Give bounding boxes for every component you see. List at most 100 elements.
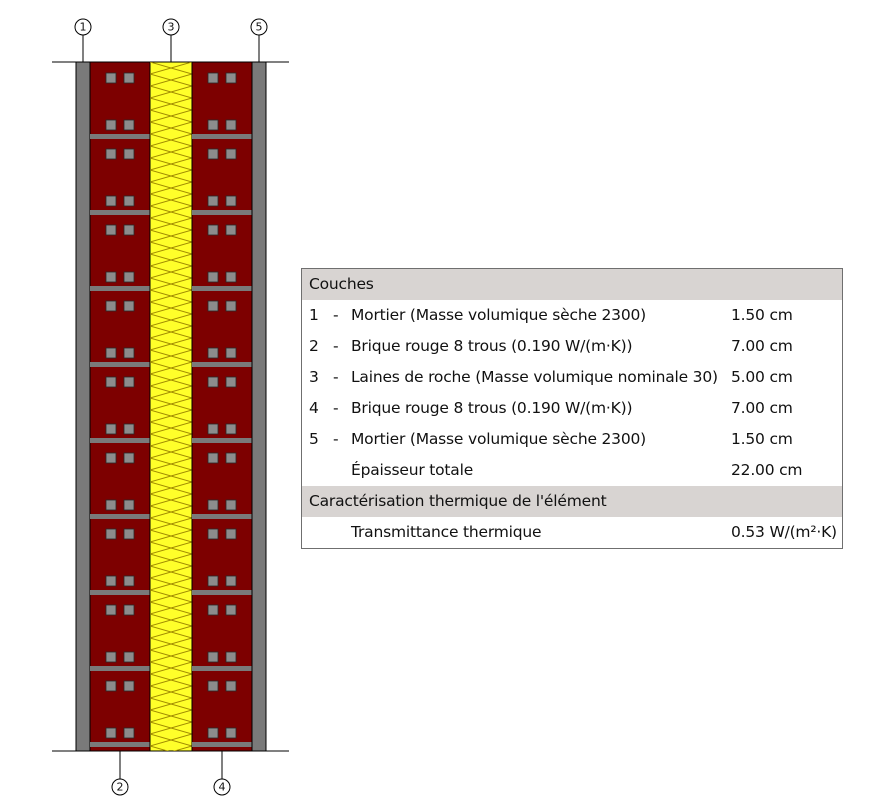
layer-number: 1 xyxy=(309,306,319,324)
brick-hole xyxy=(207,376,219,388)
brick-body xyxy=(89,61,151,752)
mortar-joint xyxy=(90,362,150,367)
brick-hole xyxy=(123,499,135,511)
mortar-joint xyxy=(90,134,150,139)
brick-hole xyxy=(225,604,237,616)
layers-table: Couches 1 - Mortier (Masse volumique sèc… xyxy=(301,268,843,549)
brick-hole xyxy=(225,727,237,739)
layer-thickness: 7.00 cm xyxy=(731,399,793,417)
brick-hole xyxy=(123,195,135,207)
brick-hole xyxy=(225,651,237,663)
total-thickness-row: Épaisseur totale 22.00 cm xyxy=(302,455,842,486)
brick-hole xyxy=(207,604,219,616)
brick-hole xyxy=(207,452,219,464)
brick-hole xyxy=(123,528,135,540)
thermal-section-header: Caractérisation thermique de l'élément xyxy=(302,486,842,517)
brick-hole xyxy=(207,195,219,207)
brick-hole xyxy=(225,148,237,160)
transmittance-label: Transmittance thermique xyxy=(351,523,542,541)
mortar-joint xyxy=(192,134,252,139)
layer-marker-3: 3 xyxy=(162,18,180,62)
layer-thickness: 1.50 cm xyxy=(731,306,793,324)
brick-hole xyxy=(105,148,117,160)
brick-hole xyxy=(105,528,117,540)
brick-hole xyxy=(105,72,117,84)
layer-separator: - xyxy=(333,337,339,355)
brick-hole xyxy=(123,347,135,359)
brick-hole xyxy=(105,575,117,587)
brick-hole xyxy=(225,119,237,131)
brick-hole xyxy=(105,727,117,739)
layer-2-brick xyxy=(89,61,151,752)
transmittance-row: Transmittance thermique 0.53 W/(m²·K) xyxy=(302,517,842,548)
brick-hole xyxy=(207,499,219,511)
layer-row-5: 5 - Mortier (Masse volumique sèche 2300)… xyxy=(302,424,842,455)
brick-hole xyxy=(123,651,135,663)
brick-hole xyxy=(207,347,219,359)
layer-marker-4: 4 xyxy=(213,751,231,796)
layer-separator: - xyxy=(333,306,339,324)
layer-row-1: 1 - Mortier (Masse volumique sèche 2300)… xyxy=(302,300,842,331)
brick-hole xyxy=(207,300,219,312)
layer-name: Brique rouge 8 trous (0.190 W/(m·K)) xyxy=(351,399,633,417)
brick-hole xyxy=(225,195,237,207)
brick-hole xyxy=(105,300,117,312)
brick-hole xyxy=(225,528,237,540)
mortar-joint xyxy=(192,666,252,671)
svg-text:5: 5 xyxy=(256,21,263,34)
mortar-joint xyxy=(90,438,150,443)
brick-hole xyxy=(105,604,117,616)
brick-hole xyxy=(105,680,117,692)
mortar-joint xyxy=(90,742,150,747)
brick-hole xyxy=(225,347,237,359)
layer-thickness: 7.00 cm xyxy=(731,337,793,355)
brick-hole xyxy=(123,604,135,616)
layer-thickness: 5.00 cm xyxy=(731,368,793,386)
layer-marker-2: 2 xyxy=(111,751,129,796)
brick-hole xyxy=(225,300,237,312)
svg-text:3: 3 xyxy=(168,21,175,34)
brick-hole xyxy=(105,347,117,359)
layer-number: 5 xyxy=(309,430,319,448)
brick-hole xyxy=(123,727,135,739)
layer-number: 3 xyxy=(309,368,319,386)
brick-hole xyxy=(105,271,117,283)
brick-hole xyxy=(123,224,135,236)
mortar-joint xyxy=(192,438,252,443)
brick-hole xyxy=(207,651,219,663)
mortar-joint xyxy=(90,514,150,519)
layer-name: Laines de roche (Masse volumique nominal… xyxy=(351,368,718,386)
brick-hole xyxy=(207,423,219,435)
mortar-joint xyxy=(192,742,252,747)
brick-hole xyxy=(225,224,237,236)
layer-5-mortar xyxy=(251,61,267,752)
brick-hole xyxy=(123,148,135,160)
mortar-joint xyxy=(90,286,150,291)
brick-hole xyxy=(225,575,237,587)
brick-hole xyxy=(225,452,237,464)
brick-hole xyxy=(207,575,219,587)
svg-text:4: 4 xyxy=(219,781,226,794)
svg-text:2: 2 xyxy=(117,781,124,794)
brick-hole xyxy=(105,224,117,236)
mortar-joint xyxy=(192,514,252,519)
layer-number: 4 xyxy=(309,399,319,417)
mortar-joint xyxy=(90,590,150,595)
brick-hole xyxy=(123,271,135,283)
brick-hole xyxy=(123,72,135,84)
brick-hole xyxy=(123,119,135,131)
transmittance-value: 0.53 W/(m²·K) xyxy=(731,523,837,541)
layer-4-brick xyxy=(191,61,253,752)
layer-1-mortar xyxy=(75,61,91,752)
svg-text:1: 1 xyxy=(80,21,87,34)
brick-hole xyxy=(225,72,237,84)
total-thickness-value: 22.00 cm xyxy=(731,461,803,479)
layer-row-4: 4 - Brique rouge 8 trous (0.190 W/(m·K))… xyxy=(302,393,842,424)
brick-hole xyxy=(105,651,117,663)
brick-hole xyxy=(225,680,237,692)
layer-marker-5: 5 xyxy=(250,18,268,62)
layer-separator: - xyxy=(333,368,339,386)
brick-hole xyxy=(105,376,117,388)
brick-hole xyxy=(105,195,117,207)
brick-hole xyxy=(105,119,117,131)
